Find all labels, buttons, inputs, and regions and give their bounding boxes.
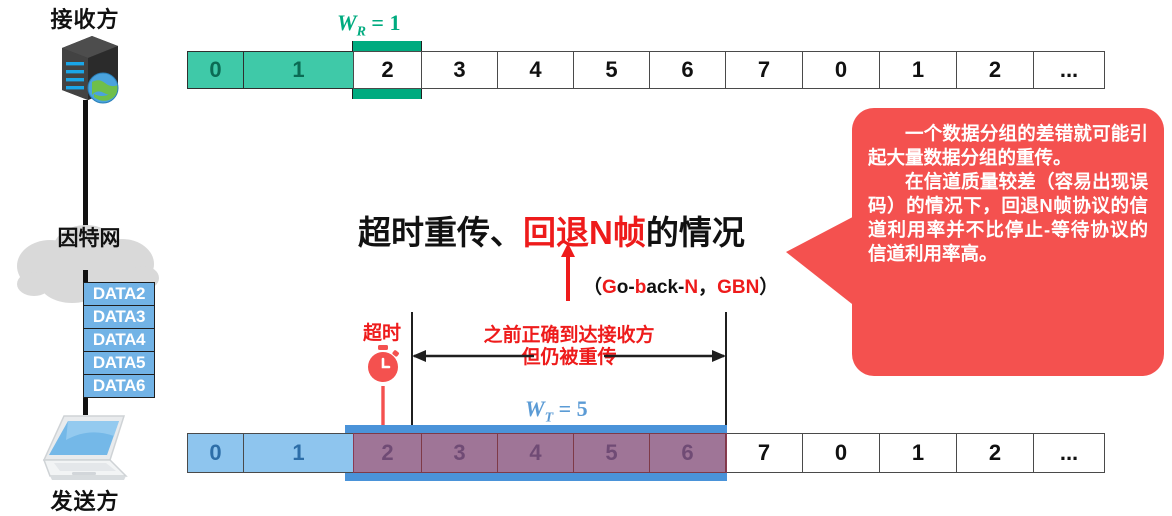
stopwatch-icon — [363, 344, 403, 384]
list-item: DATA2 — [83, 282, 155, 305]
callout-tail — [786, 210, 866, 315]
frame-cell[interactable]: 0 — [187, 51, 243, 89]
dimension-measure — [408, 312, 730, 442]
receiver-window-w: W — [337, 10, 357, 35]
frame-cell[interactable]: 6 — [649, 51, 725, 89]
frame-cell[interactable]: ... — [1033, 433, 1105, 473]
receiver-window-eq: = — [365, 10, 390, 35]
frame-cell[interactable]: 0 — [187, 433, 243, 473]
page-subtitle: （Go-back-N，GBN） — [583, 272, 778, 299]
subtitle-g: G — [602, 277, 617, 298]
sender-window-eq: = — [553, 396, 577, 421]
frame-cell[interactable]: 2 — [956, 433, 1033, 473]
timeout-label: 超时 — [362, 323, 401, 344]
receiver-window-top-bar — [353, 41, 421, 51]
sender-window-bottom-bar — [345, 472, 727, 481]
sender-window-sub: T — [544, 410, 554, 426]
title-suffix: 的情况 — [645, 214, 745, 251]
subtitle-close: ） — [759, 277, 779, 298]
retransmit-line-1: 之前正确到达接收方 — [483, 325, 655, 346]
list-item: DATA6 — [83, 374, 155, 398]
callout-paragraph-2: 在信道质量较差（容易出现误码）的情况下，回退N帧协议的信道利用率并不比停止-等待… — [868, 171, 1148, 265]
receiver-window-bottom-bar — [353, 89, 421, 99]
frame-cell[interactable]: 1 — [879, 433, 956, 473]
sender-window-w: W — [525, 396, 545, 421]
frame-cell[interactable]: ... — [1033, 51, 1105, 89]
subtitle-b: b — [634, 277, 647, 298]
sender-label: 发送方 — [50, 489, 120, 514]
subtitle-gbn: GBN — [717, 277, 760, 298]
subtitle-o: o- — [616, 277, 635, 298]
list-item: DATA5 — [83, 351, 155, 374]
laptop-icon — [28, 408, 140, 488]
frame-cell[interactable]: 2 — [353, 51, 421, 89]
receiver-frame-strip: 0 1 2 3 4 5 6 7 0 1 2 ... — [187, 51, 1105, 89]
subtitle-n: N — [684, 277, 699, 298]
frame-cell[interactable]: 0 — [802, 433, 879, 473]
frame-cell[interactable]: 4 — [497, 51, 573, 89]
frame-cell[interactable]: 5 — [573, 51, 649, 89]
callout-box: 一个数据分组的差错就可能引起大量数据分组的重传。 在信道质量较差（容易出现误码）… — [852, 108, 1164, 376]
title-pointer-arrow — [560, 243, 576, 301]
sender-window-top-bar — [345, 425, 727, 434]
title-highlight: 回退N帧 — [523, 214, 646, 251]
frame-cell[interactable]: 1 — [879, 51, 956, 89]
retransmit-line-2: 但仍被重传 — [521, 346, 617, 368]
frame-cell[interactable]: 2 — [956, 51, 1033, 89]
frame-cell[interactable]: 0 — [802, 51, 879, 89]
frame-cell[interactable]: 7 — [725, 51, 802, 89]
sender-window-value: 5 — [576, 396, 588, 421]
receiver-window-value: 1 — [389, 10, 401, 35]
sender-window-label: WT = 5 — [525, 396, 588, 426]
frame-cell[interactable]: 3 — [421, 51, 497, 89]
data-packet-stack: DATA2 DATA3 DATA4 DATA5 DATA6 — [83, 282, 155, 398]
server-icon — [48, 32, 126, 108]
cloud-label: 因特网 — [57, 227, 121, 250]
link-line-upper — [83, 100, 88, 240]
receiver-window-sub: R — [356, 24, 366, 40]
list-item: DATA3 — [83, 305, 155, 328]
receiver-label: 接收方 — [50, 7, 120, 32]
list-item: DATA4 — [83, 328, 155, 351]
subtitle-ack: ack- — [646, 277, 685, 298]
frame-cell[interactable]: 1 — [243, 433, 353, 473]
page-title: 超时重传、回退N帧的情况 — [358, 206, 745, 254]
subtitle-comma: ， — [698, 277, 718, 298]
frame-cell[interactable]: 7 — [725, 433, 802, 473]
subtitle-open: （ — [583, 277, 603, 298]
receiver-window-label: WR = 1 — [337, 10, 400, 40]
retransmit-annotation: 之前正确到达接收方 但仍被重传 — [412, 325, 726, 369]
retransmit-overlay — [353, 433, 727, 473]
callout-paragraph-1: 一个数据分组的差错就可能引起大量数据分组的重传。 — [868, 123, 1148, 169]
frame-cell[interactable]: 1 — [243, 51, 353, 89]
title-prefix: 超时重传、 — [358, 214, 523, 251]
